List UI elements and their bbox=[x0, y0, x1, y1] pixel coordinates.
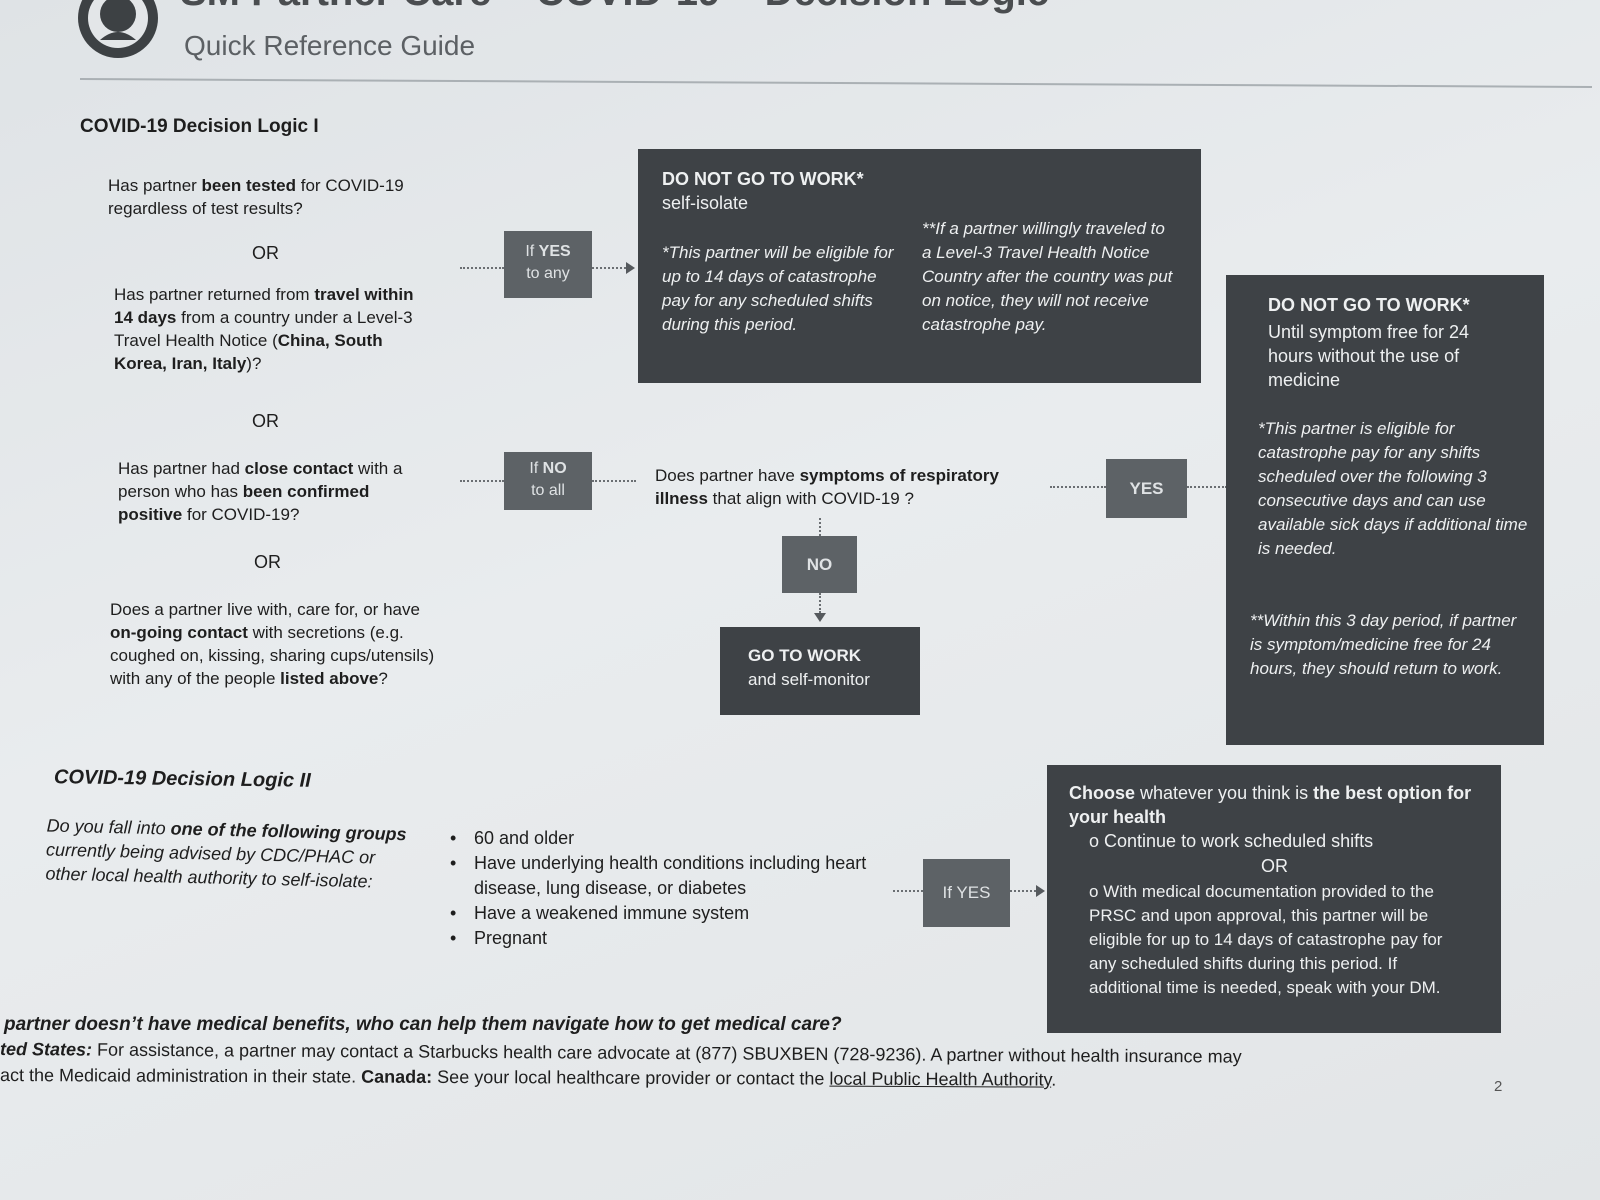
footer-canada-line: act the Medicaid administration in their… bbox=[0, 1065, 1057, 1090]
connector-line bbox=[1187, 486, 1227, 488]
choose-best-option-box: Choose whatever you think is the best op… bbox=[1047, 765, 1501, 1033]
arrow-right-icon bbox=[626, 262, 635, 274]
public-health-authority-link[interactable]: local Public Health Authority bbox=[829, 1068, 1052, 1090]
connector-line bbox=[1050, 486, 1106, 488]
list-item: Have a weakened immune system bbox=[448, 901, 868, 926]
page-title: SM Partner Care – COVID-19 – Decision Lo… bbox=[180, 0, 1049, 15]
question-risk-groups: Do you fall into one of the following gr… bbox=[45, 815, 407, 892]
risk-groups-list: 60 and older Have underlying health cond… bbox=[448, 826, 868, 951]
connector-line bbox=[819, 518, 821, 536]
arrow-right-icon bbox=[1036, 885, 1045, 897]
travel-exception-note: **If a partner willingly traveled to a L… bbox=[922, 219, 1173, 334]
section-heading-logic-1: COVID-19 Decision Logic I bbox=[80, 116, 319, 137]
question-travel: Has partner returned from travel within … bbox=[114, 285, 414, 373]
siren-logo-icon bbox=[78, 0, 158, 58]
arrow-down-icon bbox=[814, 613, 826, 622]
box-heading: DO NOT GO TO WORK* bbox=[662, 169, 864, 189]
box-heading: Choose whatever you think is the best op… bbox=[1069, 783, 1472, 827]
catastrophe-pay-note: *This partner is eligible for catastroph… bbox=[1258, 419, 1528, 558]
do-not-go-to-work-isolate-box: DO NOT GO TO WORK* self-isolate *This pa… bbox=[638, 149, 1201, 383]
connector-line bbox=[1010, 890, 1036, 892]
footer-question: partner doesn’t have medical benefits, w… bbox=[4, 1014, 842, 1035]
connector-line bbox=[592, 480, 636, 482]
header-divider bbox=[80, 78, 1592, 88]
box-subheading: and self-monitor bbox=[748, 670, 870, 689]
question-ongoing-contact: Does a partner live with, care for, or h… bbox=[110, 600, 435, 688]
question-tested: Has partner been tested for COVID-19 reg… bbox=[108, 176, 404, 218]
if-yes-label: If YES bbox=[923, 859, 1010, 927]
box-subheading: Until symptom free for 24 hours without … bbox=[1268, 322, 1470, 390]
box-subheading: self-isolate bbox=[662, 193, 749, 213]
option-continue-work: o Continue to work scheduled shifts bbox=[1089, 831, 1374, 851]
question-symptoms: Does partner have symptoms of respirator… bbox=[655, 466, 999, 508]
connector-line bbox=[460, 480, 504, 482]
do-not-go-to-work-symptom-box: DO NOT GO TO WORK* Until symptom free fo… bbox=[1226, 275, 1544, 745]
no-label: NO bbox=[782, 536, 857, 593]
question-close-contact: Has partner had close contact with a per… bbox=[118, 459, 403, 524]
box-heading: DO NOT GO TO WORK* bbox=[1268, 295, 1470, 315]
connector-line bbox=[592, 267, 626, 269]
list-item: Have underlying health conditions includ… bbox=[448, 851, 868, 901]
or-label-2: OR bbox=[252, 411, 279, 431]
list-item: Pregnant bbox=[448, 926, 868, 951]
return-to-work-note: **Within this 3 day period, if partner i… bbox=[1250, 611, 1517, 678]
connector-line bbox=[819, 593, 821, 613]
page-number: 2 bbox=[1494, 1078, 1503, 1095]
connector-line bbox=[460, 267, 504, 269]
or-label: OR bbox=[1261, 856, 1288, 876]
connector-line bbox=[893, 890, 923, 892]
or-label-3: OR bbox=[254, 552, 281, 572]
page-subtitle: Quick Reference Guide bbox=[184, 30, 476, 61]
go-to-work-box: GO TO WORK and self-monitor bbox=[720, 627, 920, 715]
yes-label: YES bbox=[1106, 459, 1187, 518]
list-item: 60 and older bbox=[448, 826, 868, 851]
section-heading-logic-2: COVID-19 Decision Logic II bbox=[53, 766, 311, 792]
option-medical-documentation: o With medical documentation provided to… bbox=[1089, 882, 1443, 997]
box-heading: GO TO WORK bbox=[748, 646, 862, 665]
catastrophe-pay-note: *This partner will be eligible for up to… bbox=[662, 243, 894, 334]
or-label-1: OR bbox=[252, 243, 279, 263]
